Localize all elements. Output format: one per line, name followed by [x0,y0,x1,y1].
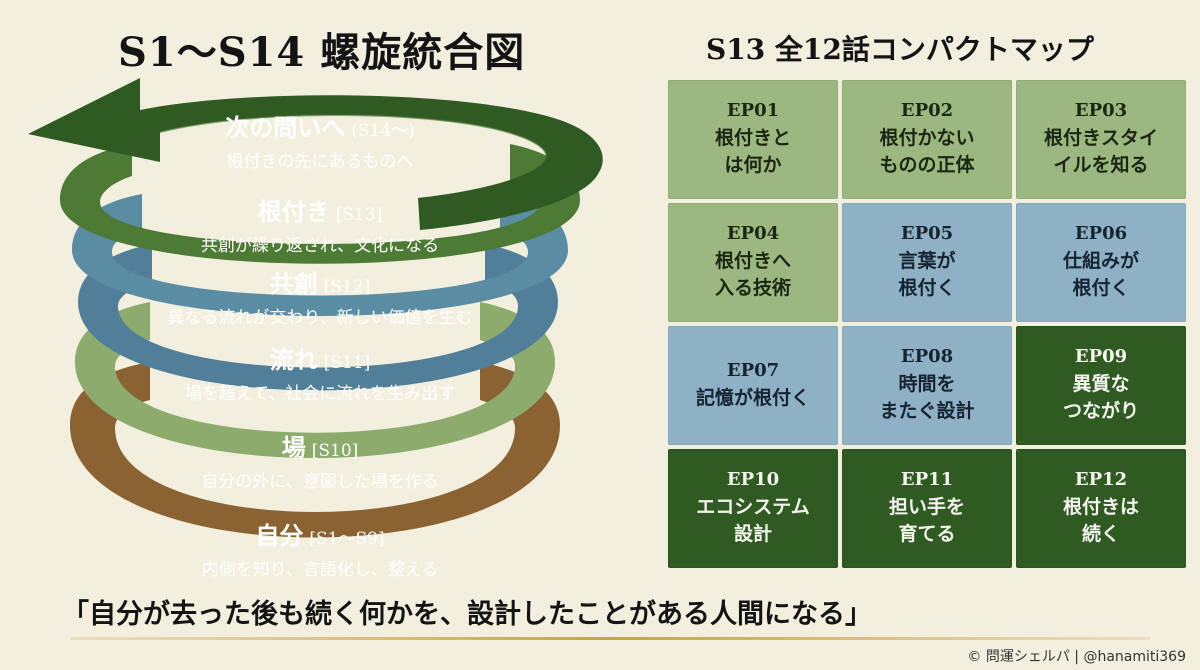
band-label-rooting: 根付き[S13] 共創が繰り返され、文化になる [200,198,440,256]
spiral-diagram [28,78,603,538]
band-next-question [28,78,603,230]
band-label-self: 自分[S1〜S9] 内側を知り、言語化し、整える [201,522,439,580]
band-flow [78,244,558,391]
band-place [75,302,555,458]
credit-text: © 問運シェルパ | @hanamiti369 [967,649,1186,665]
band-label-next: 次の問いへ(S14〜) 根付きの先にあるものへ [225,114,415,172]
band-label-place: 場[S10] 自分の外に、意図した場を作る [201,434,439,492]
band-label-flow: 流れ[S11] 場を超えて、社会に流れを生み出す [184,346,456,404]
band-self [70,362,560,538]
band-rooting [60,144,580,264]
closing-quote: 「自分が去った後も続く何かを、設計したことがある人間になる」 [62,599,872,630]
quote-underline [70,637,1150,640]
spiral-title: S1〜S14 螺旋統合図 [118,29,526,76]
band-label-cocreate: 共創[S12] 異なる流れが交わり、新しい価値を生む [167,270,473,328]
map-title: S13 全12話コンパクトマップ [706,33,1094,66]
